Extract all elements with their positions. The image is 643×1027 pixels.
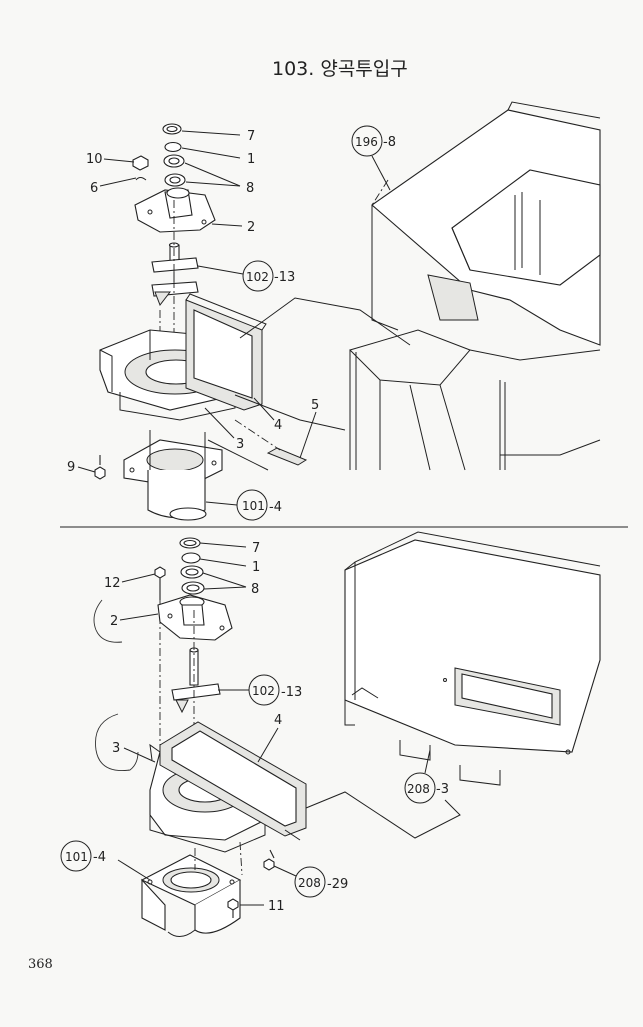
- top-impeller-shaft: [152, 200, 198, 370]
- ref-bottom-208b: 208: [298, 876, 321, 890]
- callout-bottom-11: 11: [268, 899, 285, 914]
- ref-top-101: 101: [242, 499, 265, 513]
- bottom-gasket: [160, 722, 306, 836]
- bottom-exploded-view: [142, 532, 600, 937]
- callout-bottom-2: 2: [110, 614, 118, 629]
- ref-bottom-208a-suffix: -3: [436, 782, 449, 797]
- callout-top-2: 2: [247, 220, 255, 235]
- top-base-duct: [124, 430, 222, 520]
- callout-top-7: 7: [247, 129, 255, 144]
- top-bolt: [95, 455, 105, 479]
- top-callout-labels: 7 1 8 10 6 2 4 5 3: [67, 129, 319, 475]
- top-bearing-holder: [135, 188, 215, 232]
- bottom-callout-labels: 7 1 8 12 2 4 3 11: [104, 541, 285, 914]
- ref-top-196-suffix: -8: [383, 135, 396, 150]
- ref-bottom-101: 101: [65, 850, 88, 864]
- bottom-bearing-holder: [158, 595, 232, 640]
- bottom-impeller-shaft: [172, 610, 220, 760]
- ref-top-102: 102: [246, 270, 269, 284]
- top-ring-stack: [133, 124, 185, 186]
- bottom-machine-housing: [345, 532, 600, 785]
- callout-top-5: 5: [311, 398, 319, 413]
- callout-bottom-1: 1: [252, 560, 260, 575]
- callout-top-6: 6: [90, 181, 98, 196]
- page-title: 103. 양곡투입구: [272, 58, 408, 80]
- handwritten-circle-3: [95, 714, 138, 771]
- ref-top-102-suffix: -13: [274, 270, 295, 285]
- callout-bottom-3: 3: [112, 741, 120, 756]
- top-gasket: [186, 294, 266, 410]
- top-reference-labels: 196 -8 102 -13 101 -4: [198, 126, 396, 520]
- bottom-bolt-12: [155, 567, 165, 600]
- callout-top-10: 10: [86, 152, 103, 167]
- bottom-bolt-11: [228, 899, 238, 918]
- bottom-bolt-208-29: [264, 850, 274, 870]
- callout-top-1: 1: [247, 152, 255, 167]
- top-exploded-view: [95, 102, 600, 520]
- callout-bottom-8: 8: [251, 582, 259, 597]
- callout-top-9: 9: [67, 460, 75, 475]
- callout-top-3: 3: [236, 437, 244, 452]
- callout-top-8: 8: [246, 181, 254, 196]
- ref-top-196: 196: [355, 135, 378, 149]
- ref-bottom-102: 102: [252, 684, 275, 698]
- handwritten-circle-2: [94, 600, 122, 642]
- top-seal-strip: [235, 420, 306, 465]
- ref-top-101-suffix: -4: [269, 500, 282, 515]
- callout-bottom-12: 12: [104, 576, 121, 591]
- ref-bottom-208b-suffix: -29: [327, 877, 348, 892]
- bottom-ring-stack: [180, 538, 204, 594]
- ref-bottom-208a: 208: [407, 782, 430, 796]
- callout-top-4: 4: [274, 418, 282, 433]
- bottom-reference-labels: 102 -13 208 -3 101 -4 208 -29: [61, 675, 449, 897]
- page-number: 368: [28, 957, 53, 972]
- bottom-base-duct: [142, 855, 240, 937]
- top-machine-housing: [350, 102, 600, 470]
- callout-bottom-4: 4: [274, 713, 282, 728]
- ref-bottom-102-suffix: -13: [281, 685, 302, 700]
- callout-bottom-7: 7: [252, 541, 260, 556]
- ref-bottom-101-suffix: -4: [93, 850, 106, 865]
